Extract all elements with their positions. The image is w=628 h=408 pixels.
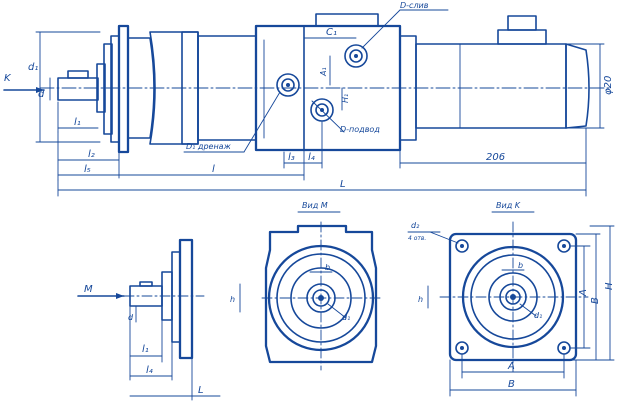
dim-h1: H₁ bbox=[341, 87, 350, 111]
dimension-label: D-слив bbox=[400, 1, 429, 10]
dimension-label: l₃ bbox=[288, 152, 295, 163]
dimension-label: M bbox=[84, 284, 93, 295]
dimension-label: B bbox=[590, 297, 601, 304]
dimension-label: L bbox=[198, 385, 204, 396]
dimension-label: d₁ bbox=[342, 313, 350, 322]
dim-206: 206 bbox=[399, 127, 587, 197]
dimension-label: A₁ bbox=[319, 67, 328, 77]
dimension-label: l₅ bbox=[84, 164, 91, 175]
side-flange bbox=[129, 238, 194, 360]
dimension-label: h bbox=[418, 295, 423, 304]
dim-d20: φ20 bbox=[565, 43, 614, 129]
dimension-label: 206 bbox=[486, 152, 505, 163]
side-dim-l1: l₁ bbox=[129, 305, 163, 381]
mounting-flange bbox=[96, 24, 130, 154]
view-m-dim-d1: d₁ bbox=[327, 303, 350, 322]
dimension-label: A bbox=[578, 289, 589, 297]
leader-drainage: D₁ дренаж bbox=[183, 91, 281, 153]
dimension-label: l bbox=[212, 164, 215, 175]
dimension-label: l₁ bbox=[74, 117, 81, 128]
dim-l1: l₁ bbox=[57, 101, 99, 133]
dim-a1: A₁ bbox=[319, 55, 331, 86]
drainage-port bbox=[276, 73, 300, 97]
dim-c1: C₁ bbox=[303, 27, 357, 39]
leader-drain: D-слив bbox=[361, 1, 449, 49]
label-k: K bbox=[4, 73, 12, 84]
dim-l: l bbox=[118, 149, 305, 181]
dim-L: L bbox=[57, 179, 587, 197]
view-k-dim-A-v: A bbox=[569, 245, 591, 349]
arrow-m: M bbox=[77, 284, 125, 299]
view-m-flange bbox=[264, 224, 378, 364]
dimension-label: d bbox=[38, 89, 45, 100]
dimension-label: D₁ дренаж bbox=[186, 142, 232, 151]
view-k-dim-A-h: A bbox=[461, 353, 565, 379]
view-k-title: Вид K bbox=[496, 201, 521, 210]
drain-port bbox=[344, 44, 368, 68]
dim-l2: l₂ bbox=[57, 149, 120, 179]
dimension-label: d₂ bbox=[411, 221, 420, 230]
view-k-dim-d1: d₁ bbox=[519, 303, 542, 320]
inlet-port bbox=[310, 98, 334, 122]
dimension-label: A bbox=[507, 361, 515, 372]
dim-d: d bbox=[38, 77, 51, 101]
motor-housing bbox=[415, 15, 590, 129]
view-k-dim-B-h: B bbox=[449, 359, 577, 397]
dimension-label: φ20 bbox=[603, 76, 614, 95]
dimension-label: b bbox=[518, 261, 523, 270]
view-k-dim-H: H bbox=[571, 225, 615, 361]
view-m: Вид M b h d₁ bbox=[230, 201, 381, 371]
dimension-label: d₁ bbox=[28, 62, 38, 73]
view-k: Вид K d₂ 4 отв. b bbox=[407, 201, 615, 397]
dimension-label: 4 отв. bbox=[408, 235, 426, 242]
dimension-label: B bbox=[508, 379, 515, 390]
dimension-label: b bbox=[325, 263, 330, 272]
side-dim-d: d bbox=[128, 305, 137, 323]
view-k-dim-h: h bbox=[418, 285, 429, 309]
dim-l3: l₃ bbox=[283, 151, 305, 169]
dimension-label: C₁ bbox=[326, 27, 337, 38]
dimension-label: H₁ bbox=[341, 94, 350, 103]
view-k-dim-b: b bbox=[501, 261, 525, 271]
side-view: M d l₁ l₄ L bbox=[77, 238, 221, 401]
side-dim-L: L bbox=[129, 357, 221, 401]
shaft bbox=[57, 70, 99, 101]
dimension-label: H bbox=[604, 282, 615, 290]
dim-d1: d₁ bbox=[28, 31, 101, 143]
view-m-title: Вид M bbox=[302, 201, 328, 210]
dimension-label: h bbox=[230, 295, 235, 304]
dimension-label: D-подвод bbox=[340, 125, 380, 134]
view-m-dim-b: b bbox=[309, 263, 333, 273]
dimension-label: L bbox=[340, 179, 346, 190]
view-m-dim-h: h bbox=[230, 283, 241, 313]
leader-inlet: D-подвод bbox=[311, 100, 380, 134]
dimension-label: l₄ bbox=[308, 152, 315, 163]
valve-block bbox=[254, 13, 417, 152]
dimension-label: l₄ bbox=[146, 365, 153, 376]
dimension-label: d bbox=[128, 313, 134, 322]
main-view: K bbox=[3, 1, 614, 197]
dimension-label: d₁ bbox=[534, 311, 542, 320]
dimension-label: l₂ bbox=[88, 149, 95, 160]
dim-l4: l₄ bbox=[303, 121, 323, 169]
dimension-label: l₁ bbox=[142, 344, 149, 355]
dim-l5: l₅ bbox=[57, 131, 120, 181]
side-dim-l4: l₄ bbox=[129, 341, 173, 381]
view-k-dim-d2: d₂ 4 отв. bbox=[407, 221, 459, 244]
